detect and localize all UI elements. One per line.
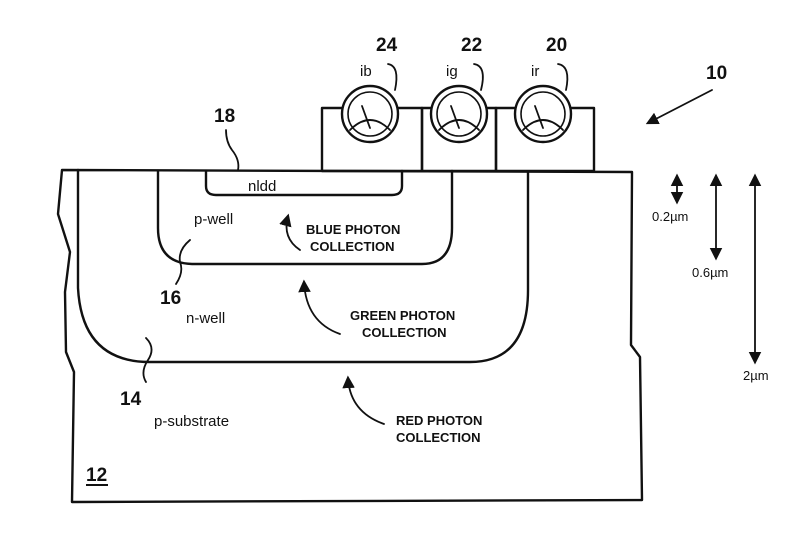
ref-22: 22	[461, 35, 482, 56]
ref-12: 12	[86, 465, 107, 486]
n-well-boundary	[76, 168, 530, 364]
ref-20: 20	[546, 35, 567, 56]
nldd-label: nldd	[248, 178, 276, 195]
depth-label-green: 0.6µm	[692, 265, 728, 280]
ammeter-red	[513, 84, 573, 144]
ref-18: 18	[214, 106, 235, 127]
device-arrow	[645, 89, 713, 125]
leader-20	[557, 63, 569, 91]
green-collection-line2: COLLECTION	[362, 325, 447, 340]
leader-14	[142, 337, 153, 383]
leader-22	[473, 63, 484, 91]
leader-18	[225, 129, 240, 171]
ref-10: 10	[706, 63, 727, 84]
ref-14: 14	[120, 389, 142, 410]
current-label-ir: ir	[531, 63, 539, 80]
n-well-label: n-well	[186, 310, 225, 327]
substrate-outline	[56, 168, 644, 504]
blue-collection-line2: COLLECTION	[310, 239, 395, 254]
ammeter-blue	[340, 84, 400, 144]
current-label-ib: ib	[360, 63, 372, 80]
depth-label-red: 2µm	[743, 368, 769, 383]
blue-collection-line1: BLUE PHOTON	[306, 222, 400, 237]
current-label-ig: ig	[446, 63, 458, 80]
depth-label-blue: 0.2µm	[652, 209, 688, 224]
red-collection-line2: COLLECTION	[396, 430, 481, 445]
green-collection-line1: GREEN PHOTON	[350, 308, 455, 323]
ref-24: 24	[376, 35, 398, 56]
blue-collection-arrow	[279, 213, 301, 251]
ammeter-green	[429, 84, 489, 144]
green-collection-arrow	[298, 279, 341, 335]
red-collection-line1: RED PHOTON	[396, 413, 482, 428]
p-well-label: p-well	[194, 211, 233, 228]
p-well-boundary	[156, 169, 454, 266]
p-substrate-label: p-substrate	[154, 413, 229, 430]
leader-24	[387, 63, 398, 91]
nldd-region	[204, 169, 404, 197]
red-collection-arrow	[342, 375, 385, 425]
leader-16	[175, 239, 191, 285]
ref-16: 16	[160, 288, 181, 309]
